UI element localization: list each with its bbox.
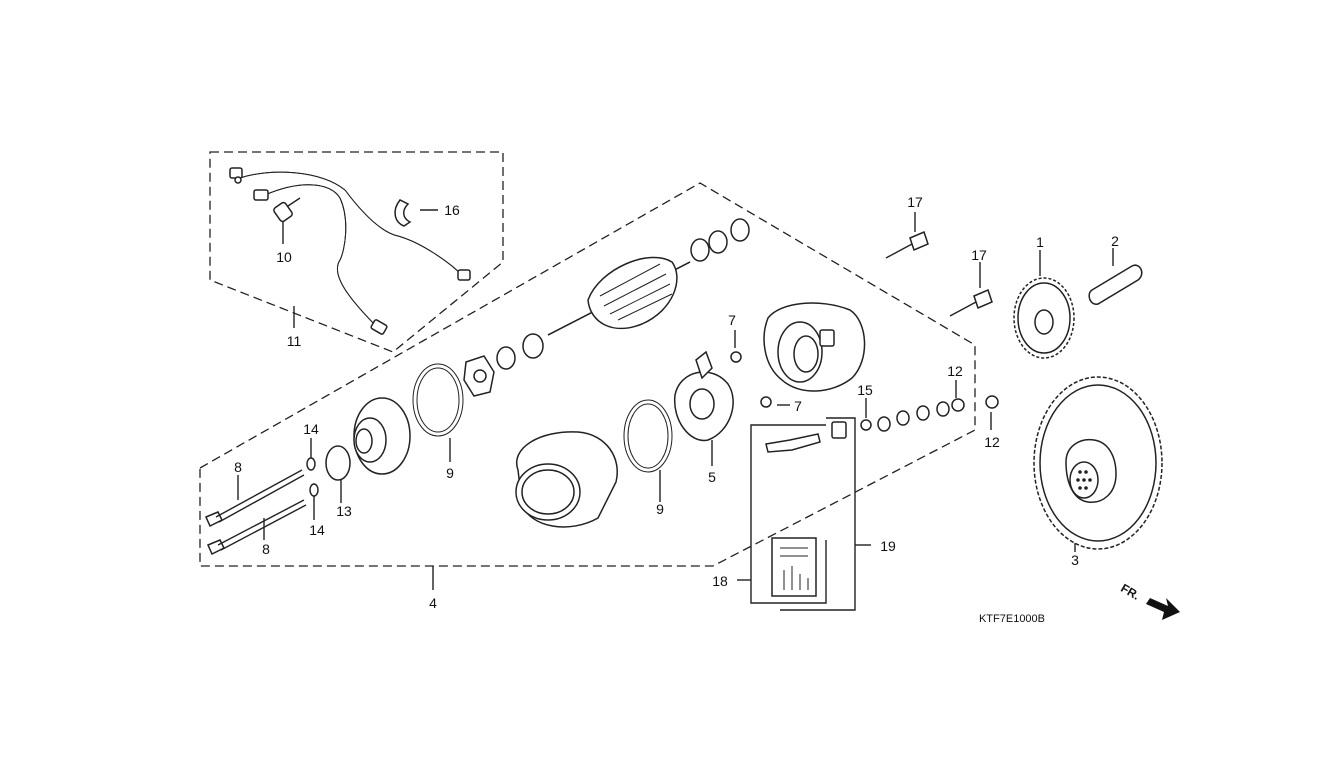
brush-set-outline-18 [750, 424, 827, 604]
callout-labels: 1 2 3 4 5 7 7 8 8 9 9 10 11 12 12 13 14 … [234, 194, 1142, 625]
callout-7b: 7 [794, 398, 802, 414]
armature [547, 256, 691, 336]
armature-washers [690, 218, 750, 262]
yoke [515, 431, 618, 528]
part-16-clip [394, 199, 412, 227]
callout-19: 19 [880, 538, 896, 554]
terminal-set-outline-19 [780, 417, 856, 611]
callout-5: 5 [708, 469, 716, 485]
lock-plate-and-washers [463, 333, 544, 397]
callout-8b: 8 [262, 541, 270, 557]
group-outlines [199, 151, 976, 611]
part-8-long-bolts [205, 469, 307, 556]
starter-cable-harness [229, 167, 471, 335]
part-7-nuts [730, 351, 772, 408]
callout-17b: 17 [971, 247, 987, 263]
callout-9b: 9 [656, 501, 664, 517]
front-direction-arrow [1146, 598, 1180, 620]
part-13-o-ring [325, 445, 351, 481]
callout-17a: 17 [907, 194, 923, 210]
diagram-code: KTF7E1000B [979, 613, 1045, 625]
callout-8a: 8 [234, 459, 242, 475]
part-2-shaft [1088, 264, 1143, 305]
brush-set-items [765, 421, 847, 597]
part-1-drive-gear [1013, 277, 1075, 359]
callout-15: 15 [857, 382, 873, 398]
part-3-starter-clutch-gear [1033, 376, 1163, 550]
callout-4: 4 [429, 595, 437, 611]
cable-group-outline [209, 151, 504, 353]
part-15-washers [860, 401, 950, 432]
part-12-nuts [951, 395, 999, 412]
part-10-bolt [273, 197, 301, 223]
callout-12a: 12 [947, 363, 963, 379]
part-5-brush-holder [673, 350, 734, 442]
callout-18: 18 [712, 573, 728, 589]
starter-motor-group-outline [199, 182, 976, 567]
callout-10: 10 [276, 249, 292, 265]
callout-7a: 7 [728, 312, 736, 328]
rear-cover [763, 302, 866, 392]
callout-14a: 14 [303, 421, 319, 437]
part-9-o-rings [412, 363, 673, 473]
callout-1: 1 [1036, 234, 1044, 250]
direction-label: FR. [1118, 581, 1142, 603]
callout-3: 3 [1071, 552, 1079, 568]
callout-14b: 14 [309, 522, 325, 538]
part-17-bolts [885, 230, 993, 317]
callout-11: 11 [287, 333, 302, 349]
callout-13: 13 [336, 503, 352, 519]
part-14-washers [306, 457, 319, 497]
callout-9a: 9 [446, 465, 454, 481]
callout-16: 16 [444, 202, 460, 218]
callout-12b: 12 [984, 434, 1000, 450]
front-cover [353, 397, 411, 475]
callout-2: 2 [1111, 233, 1119, 249]
